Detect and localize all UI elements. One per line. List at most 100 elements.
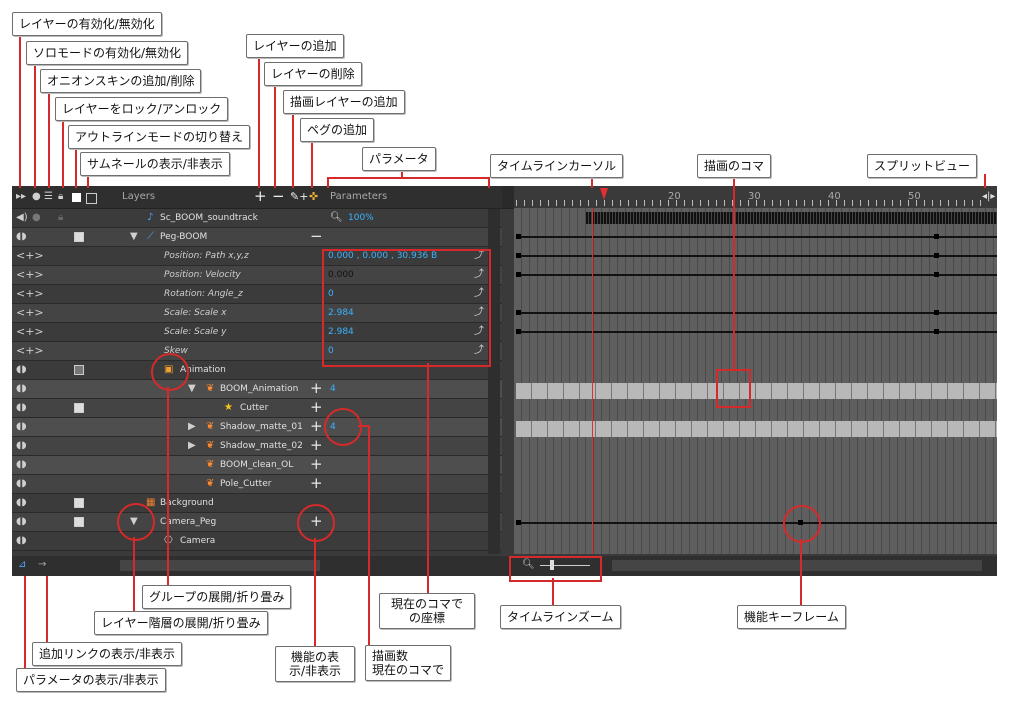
function-curve-icon[interactable]: ⤴: [474, 326, 484, 337]
layer-row[interactable]: ◖◗ ▶ ❦ Shadow_matte_02 +: [12, 437, 502, 456]
layer-name[interactable]: Background: [160, 498, 214, 508]
parameter-row[interactable]: <+> Position: Velocity 0.000 ⤴: [12, 266, 502, 285]
function-curve-icon[interactable]: ⤴: [474, 288, 484, 299]
keyframe-marker[interactable]: [934, 329, 939, 334]
enable-toggle-icon[interactable]: ◖◗: [16, 497, 27, 508]
keyframe-marker[interactable]: [516, 520, 521, 525]
function-toggle-button[interactable]: +: [310, 379, 323, 397]
parameter-value[interactable]: 2.984: [328, 308, 354, 318]
layer-row[interactable]: ◖◗ ▼ ⟋ Peg-BOOM −: [12, 228, 502, 247]
expand-arrow-icon[interactable]: ▶: [188, 440, 196, 451]
frame-ruler[interactable]: 20 30 40 50 ◂|▸: [514, 186, 997, 209]
timeline-cursor[interactable]: [592, 208, 593, 554]
expand-arrow-icon[interactable]: ▶: [188, 421, 196, 432]
timeline-cursor-head[interactable]: [600, 188, 608, 200]
split-view-icon[interactable]: ◂|▸: [982, 191, 996, 202]
layer-row[interactable]: ◀) ● 🔒︎ ♪ Sc_BOOM_soundtrack 🔍︎ 100%: [12, 209, 502, 228]
enable-all-icon[interactable]: ▸▸: [16, 191, 27, 202]
outline-toggle[interactable]: [74, 403, 84, 413]
layer-name[interactable]: BOOM_clean_OL: [220, 460, 294, 470]
layer-name[interactable]: Shadow_matte_01: [220, 422, 303, 432]
parameter-value[interactable]: 100%: [348, 213, 374, 223]
zoom-slider-handle[interactable]: [550, 560, 554, 570]
keyframe-marker[interactable]: [516, 272, 521, 277]
parameter-row[interactable]: <+> Skew 0 ⤴: [12, 342, 502, 361]
thumbnail-icon[interactable]: [86, 193, 97, 204]
function-toggle-button[interactable]: +: [310, 398, 323, 416]
layer-name[interactable]: Peg-BOOM: [160, 232, 208, 242]
timeline-grid[interactable]: [514, 208, 997, 554]
enable-toggle-icon[interactable]: ◖◗: [16, 516, 27, 527]
enable-toggle-icon[interactable]: ◖◗: [16, 364, 27, 375]
parameter-row[interactable]: <+> Rotation: Angle_z 0 ⤴: [12, 285, 502, 304]
function-curve-icon[interactable]: ⤴: [474, 307, 484, 318]
layer-row[interactable]: ◖◗ ▼ ❦ BOOM_Animation + 4: [12, 380, 502, 399]
function-toggle-button[interactable]: +: [310, 455, 323, 473]
onion-skin-icon[interactable]: ☰: [44, 191, 53, 202]
outline-toggle[interactable]: [74, 365, 84, 375]
outline-toggle[interactable]: [74, 498, 84, 508]
drawing-exposure-row[interactable]: [516, 421, 997, 437]
layer-name[interactable]: Shadow_matte_02: [220, 441, 303, 451]
keyframe-marker[interactable]: [516, 310, 521, 315]
column-divider[interactable]: [502, 186, 514, 209]
function-toggle-button[interactable]: +: [310, 474, 323, 492]
function-toggle-button[interactable]: +: [310, 417, 323, 435]
layer-row[interactable]: ◖◗ ❦ Pole_Cutter +: [12, 475, 502, 494]
layer-name[interactable]: Cutter: [240, 403, 269, 413]
layer-name[interactable]: Camera: [180, 536, 216, 546]
show-parameters-icon[interactable]: ⊿: [18, 559, 27, 570]
outline-toggle[interactable]: [74, 232, 84, 242]
layer-name[interactable]: Camera_Peg: [160, 517, 217, 527]
enable-toggle-icon[interactable]: ◖◗: [16, 535, 27, 546]
timeline-scrollbar[interactable]: [612, 560, 982, 571]
function-curve-icon[interactable]: ⤴: [474, 250, 484, 261]
enable-toggle-icon[interactable]: ◖◗: [16, 402, 27, 413]
keyframe-marker[interactable]: [934, 234, 939, 239]
add-drawing-layer-button[interactable]: ✎+: [290, 190, 309, 203]
keyframe-marker[interactable]: [516, 253, 521, 258]
layer-row[interactable]: ◖◗ ★ Cutter +: [12, 399, 502, 418]
function-toggle-button[interactable]: −: [310, 227, 323, 245]
layer-name[interactable]: Sc_BOOM_soundtrack: [160, 213, 258, 223]
additional-links-icon[interactable]: →: [38, 559, 47, 570]
layer-row[interactable]: ◖◗ ▶ ❦ Shadow_matte_01 + 4: [12, 418, 502, 437]
parameter-value[interactable]: 2.984: [328, 327, 354, 337]
enable-toggle-icon[interactable]: ◖◗: [16, 231, 27, 242]
lock-icon[interactable]: 🔒︎: [58, 191, 64, 202]
keyframe-marker[interactable]: [934, 253, 939, 258]
parameter-row[interactable]: <+> Position: Path x,y,z 0.000 , 0.000 ,…: [12, 247, 502, 266]
function-curve-icon[interactable]: ⤴: [474, 345, 484, 356]
function-curve-icon[interactable]: ⤴: [474, 269, 484, 280]
parameter-value[interactable]: 0.000: [328, 270, 354, 280]
vertical-scrollbar[interactable]: [488, 209, 500, 554]
keyframe-marker[interactable]: [516, 234, 521, 239]
add-layer-button[interactable]: +: [254, 187, 267, 205]
keyframe-marker[interactable]: [516, 329, 521, 334]
lock-toggle[interactable]: 🔒︎: [58, 212, 64, 223]
collapse-arrow-icon[interactable]: ▼: [188, 383, 196, 394]
enable-toggle-icon[interactable]: ◖◗: [16, 478, 27, 489]
drawing-exposure-row[interactable]: [516, 383, 997, 399]
enable-toggle-icon[interactable]: ◖◗: [16, 440, 27, 451]
outline-toggle[interactable]: [74, 517, 84, 527]
zoom-slider-track[interactable]: [540, 565, 590, 566]
outline-mode-icon[interactable]: [72, 193, 81, 202]
keyframe-marker[interactable]: [934, 272, 939, 277]
horizontal-scrollbar[interactable]: [120, 560, 320, 571]
add-peg-button[interactable]: ✜: [309, 190, 319, 203]
parameter-value[interactable]: 0: [328, 289, 334, 299]
layer-name[interactable]: Pole_Cutter: [220, 479, 272, 489]
solo-icon[interactable]: ●: [32, 191, 41, 202]
parameter-value[interactable]: 0: [328, 346, 334, 356]
keyframe-marker[interactable]: [934, 310, 939, 315]
collapse-arrow-icon[interactable]: ▼: [130, 231, 138, 242]
sound-icon[interactable]: ◀): [16, 212, 28, 223]
enable-toggle-icon[interactable]: ◖◗: [16, 459, 27, 470]
delete-layer-button[interactable]: −: [272, 187, 285, 205]
layer-row[interactable]: ◖◗ ❦ BOOM_clean_OL +: [12, 456, 502, 475]
enable-toggle-icon[interactable]: ◖◗: [16, 383, 27, 394]
parameter-value[interactable]: 0.000 , 0.000 , 30.936 B: [328, 251, 438, 261]
layer-name[interactable]: Animation: [180, 365, 226, 375]
solo-toggle[interactable]: ●: [32, 212, 41, 223]
